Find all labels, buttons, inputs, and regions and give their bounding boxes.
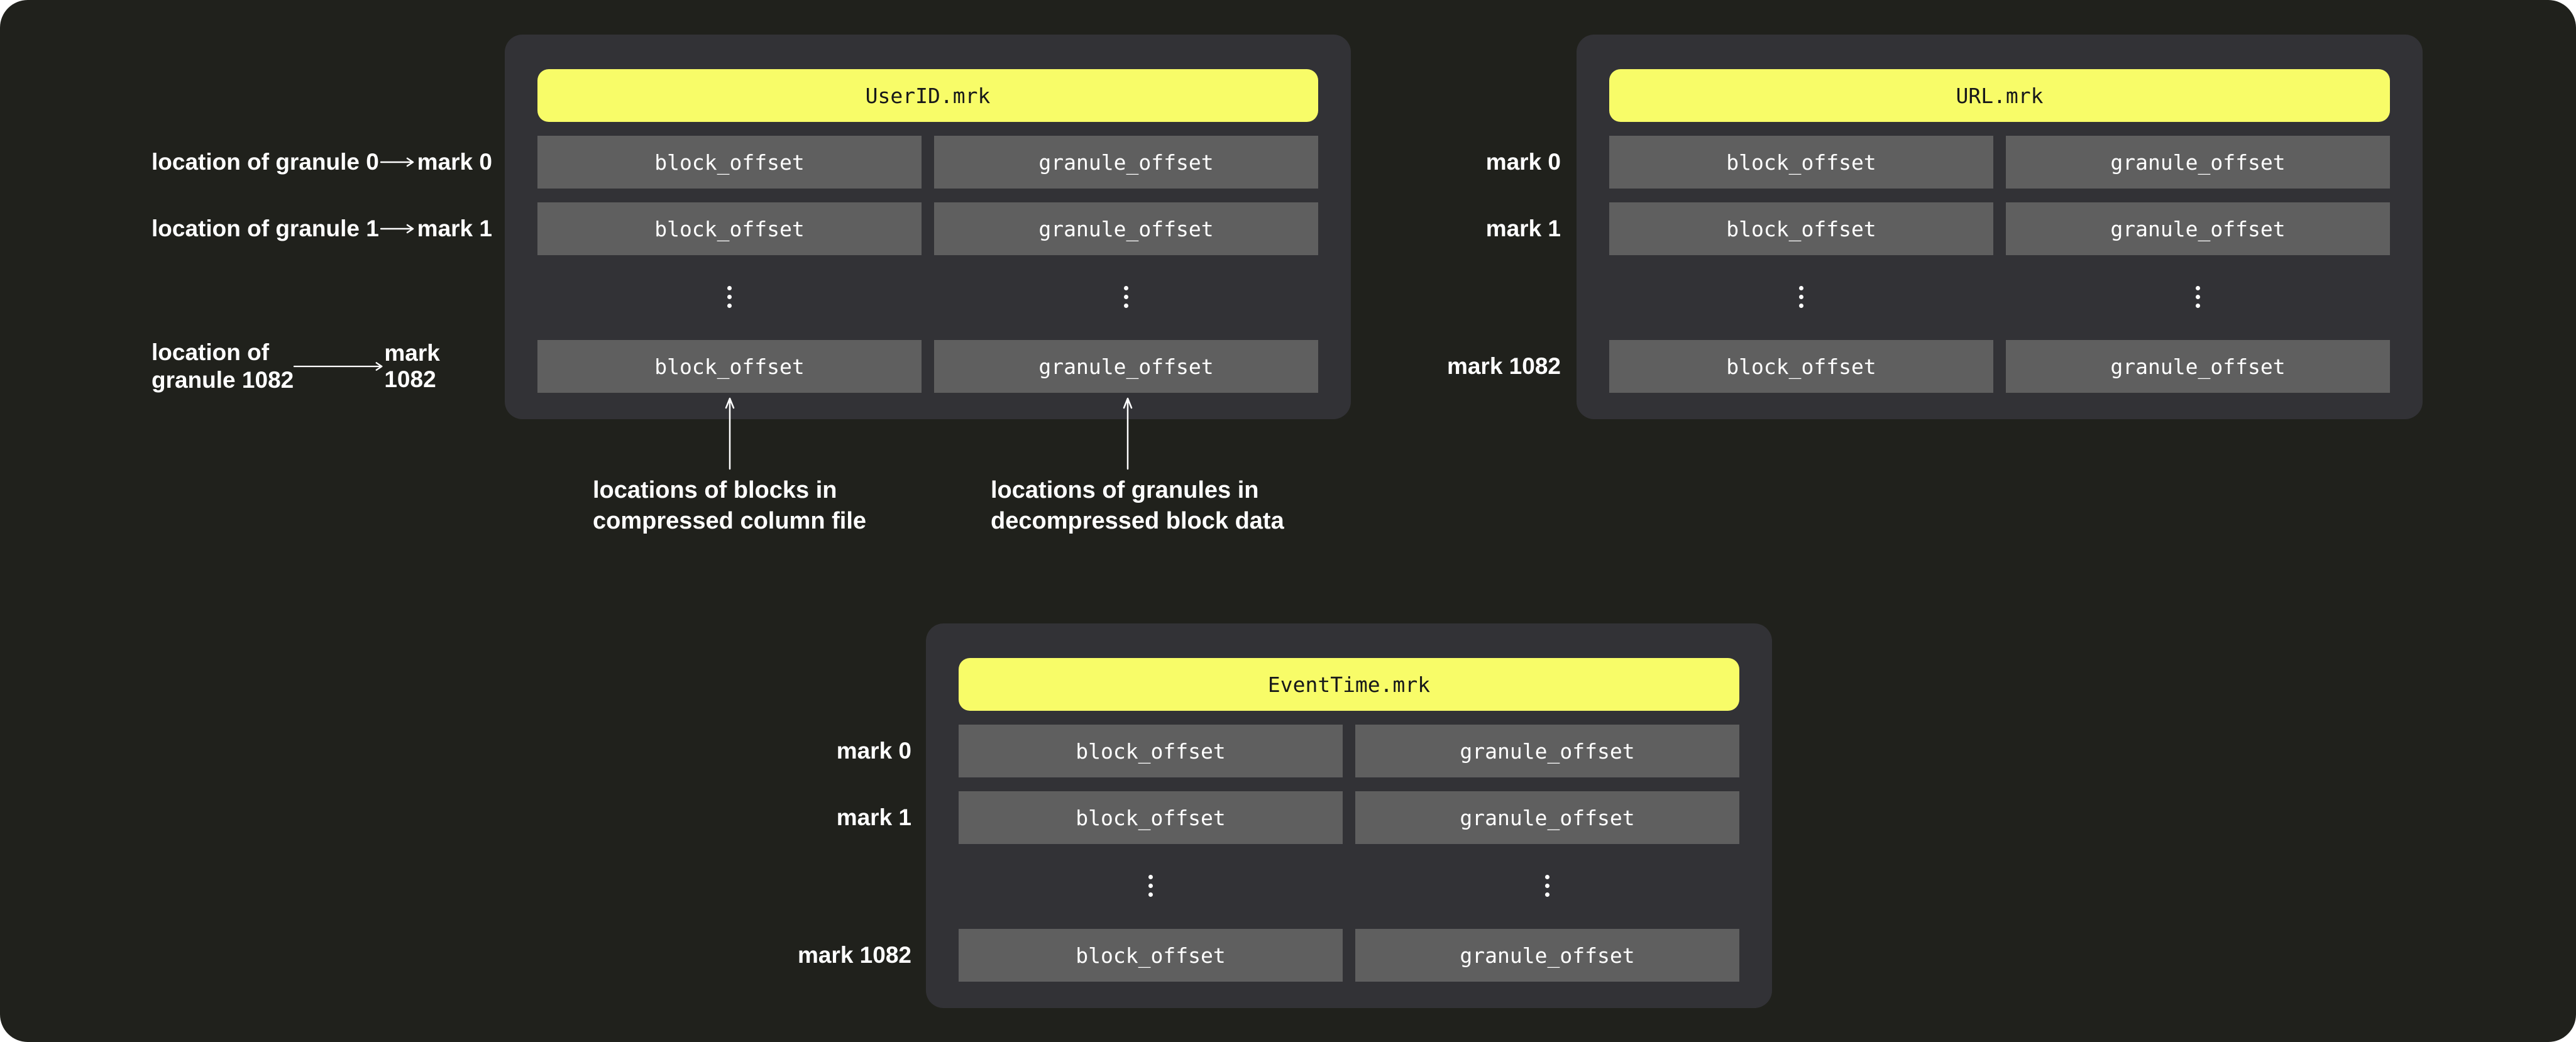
userid-granule-offset-cell: granule_offset [934,202,1318,255]
eventtime-granule-offset-cell: granule_offset [1355,725,1739,777]
eventtime-block-offset-cell: block_offset [959,791,1343,844]
url-mrk-title: URL.mrk [1609,69,2390,122]
granule-1-location-label: location of granule 1 [151,216,379,241]
url-block-offset-cell: block_offset [1609,136,1993,189]
userid-mrk-title: UserID.mrk [537,69,1318,122]
vertical-ellipsis-icon [959,875,1343,897]
url-granule-offset-cell: granule_offset [2006,340,2390,393]
url-mrk-panel: URL.mrk block_offset granule_offset bloc… [1577,35,2423,419]
granule-0-annotation: location of granule 0 mark 0 [151,149,492,175]
userid-block-offset-cell: block_offset [537,340,922,393]
vertical-ellipsis-icon [537,286,922,308]
mark-0-label: mark 0 [417,149,492,175]
eventtime-granule-offset-cell: granule_offset [1355,791,1739,844]
eventtime-mark-1-label: mark 1 [836,804,911,830]
url-mark-1-label: mark 1 [1485,216,1561,241]
eventtime-granule-offset-cell: granule_offset [1355,929,1739,982]
eventtime-block-offset-cell: block_offset [959,929,1343,982]
vertical-ellipsis-icon [934,286,1318,308]
userid-mrk-panel: UserID.mrk block_offset granule_offset b… [505,35,1351,419]
url-block-offset-cell: block_offset [1609,202,1993,255]
vertical-ellipsis-icon [1609,286,1993,308]
userid-block-offset-cell: block_offset [537,136,922,189]
vertical-ellipsis-icon [2006,286,2390,308]
eventtime-mrk-panel: EventTime.mrk block_offset granule_offse… [926,623,1772,1008]
url-mark-1082-label: mark 1082 [1446,353,1561,379]
url-granule-offset-cell: granule_offset [2006,136,2390,189]
granule-1082-annotation: location of granule 1082 mark 1082 [151,339,492,394]
granule-0-location-label: location of granule 0 [151,149,379,175]
right-arrow-icon [380,224,414,234]
right-arrow-icon [294,362,383,371]
granule-1-annotation: location of granule 1 mark 1 [151,216,492,242]
mark-1082-label: mark 1082 [384,340,440,392]
blocks-location-note: locations of blocks in compressed column… [593,477,867,534]
up-arrow-icon [723,395,737,471]
userid-granule-offset-cell: granule_offset [934,340,1318,393]
granule-1082-location-label: location of granule 1082 [151,339,294,393]
url-granule-offset-cell: granule_offset [2006,202,2390,255]
eventtime-mrk-title: EventTime.mrk [959,658,1739,711]
eventtime-block-offset-cell: block_offset [959,725,1343,777]
eventtime-mark-0-label: mark 0 [836,738,911,764]
vertical-ellipsis-icon [1355,875,1739,897]
right-arrow-icon [380,157,414,167]
userid-granule-offset-cell: granule_offset [934,136,1318,189]
mark-1-label: mark 1 [417,216,492,241]
up-arrow-icon [1121,395,1135,471]
userid-block-offset-cell: block_offset [537,202,922,255]
url-mark-0-label: mark 0 [1485,149,1561,175]
eventtime-mark-1082-label: mark 1082 [797,942,911,968]
url-block-offset-cell: block_offset [1609,340,1993,393]
granules-location-note: locations of granules in decompressed bl… [991,477,1284,534]
